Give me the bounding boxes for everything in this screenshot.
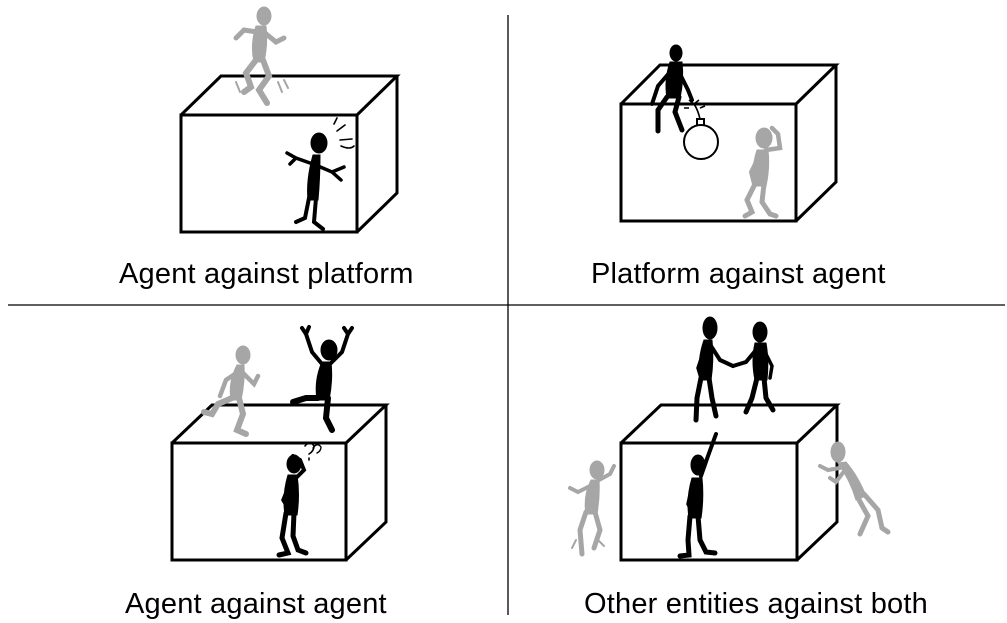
agent-figure-inside (677, 432, 718, 559)
quadrant-title-other-entities-against-both: Other entities against both (584, 588, 928, 620)
platform-box (170, 403, 390, 562)
agent-figure-right (731, 321, 776, 415)
attacker-agent-figure (233, 6, 289, 106)
platform-box (619, 403, 841, 562)
agent-figure-left (693, 316, 735, 423)
platform-box (179, 74, 401, 234)
confused-agent-figure (276, 442, 322, 558)
platform-box (619, 63, 840, 223)
quadrant-title-agent-against-agent: Agent against agent (125, 588, 387, 620)
agent-figure (650, 44, 694, 134)
victim-agent-figure (290, 325, 354, 433)
quadrant-title-agent-against-platform: Agent against platform (119, 258, 414, 290)
attacker-agent-figure (201, 345, 261, 437)
platform-defender-figure (285, 117, 355, 231)
quadrant-agent-against-agent (170, 325, 390, 562)
other-entity-figure-right (818, 441, 891, 537)
quadrant-agent-against-platform (179, 6, 401, 234)
quadrant-platform-against-agent (619, 44, 840, 223)
platform-figure (742, 125, 783, 219)
quadrant-other-entities-against-both (568, 316, 891, 562)
bomb-icon (683, 99, 719, 160)
quadrant-title-platform-against-agent: Platform against agent (591, 258, 886, 290)
other-entity-figure-left (568, 460, 616, 557)
